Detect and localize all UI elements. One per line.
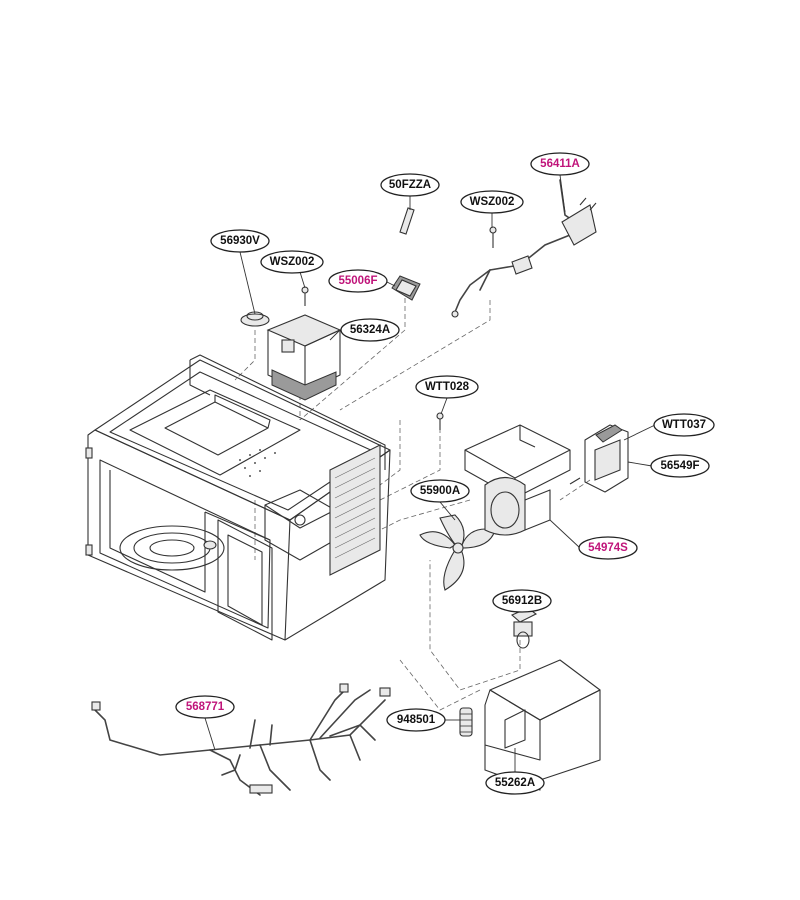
label-56549F-text: 56549F — [660, 460, 699, 472]
label-56411A: 56411A — [530, 152, 590, 176]
label-568771: 568771 — [175, 695, 235, 719]
oven-cavity-chassis — [85, 354, 391, 641]
fuse-part — [399, 207, 415, 235]
label-56549F: 56549F — [650, 454, 710, 478]
label-948501-text: 948501 — [397, 714, 436, 726]
alignment-lines — [234, 290, 591, 711]
label-56324A: 56324A — [340, 318, 400, 342]
spring-part — [459, 707, 473, 737]
fuse-holder-part — [391, 275, 421, 301]
wire-harness-part — [91, 683, 391, 796]
label-WTT037: WTT037 — [653, 413, 715, 437]
label-55262A: 55262A — [485, 771, 545, 795]
callout-labels: 56411A 50FZZA WSZ002 56930V WSZ002 55006… — [175, 152, 715, 795]
fan-part — [419, 514, 496, 591]
power-cord-part — [451, 179, 597, 318]
panel-part — [484, 659, 601, 791]
label-56324A-text: 56324A — [350, 324, 390, 336]
label-55900A: 55900A — [410, 479, 470, 503]
label-WSZ002-top-text: WSZ002 — [470, 196, 515, 208]
label-56930V: 56930V — [210, 229, 270, 253]
label-WSZ002-left: WSZ002 — [260, 250, 324, 274]
label-55006F: 55006F — [328, 269, 388, 293]
label-55006F-text: 55006F — [338, 275, 377, 287]
transformer-part — [266, 314, 342, 401]
label-WSZ002-left-text: WSZ002 — [270, 256, 315, 268]
leader-lines — [204, 174, 656, 772]
label-56411A-text: 56411A — [540, 158, 580, 170]
label-WSZ002-top: WSZ002 — [460, 190, 524, 214]
label-948501: 948501 — [386, 708, 446, 732]
label-55900A-text: 55900A — [420, 485, 460, 497]
label-56912B: 56912B — [492, 589, 552, 613]
label-54974S-text: 54974S — [588, 542, 628, 554]
screw-parts — [301, 226, 497, 430]
label-WTT028-text: WTT028 — [425, 381, 470, 393]
fan-bracket-part — [464, 424, 571, 536]
label-56930V-text: 56930V — [220, 235, 260, 247]
label-50FZZA-text: 50FZZA — [389, 179, 431, 191]
label-56912B-text: 56912B — [502, 595, 542, 607]
label-WTT028: WTT028 — [415, 375, 479, 399]
lamp-part — [510, 607, 538, 649]
label-568771-text: 568771 — [186, 701, 225, 713]
thermostat-part — [240, 311, 270, 327]
thermal-protector-part — [569, 424, 629, 493]
label-WTT037-text: WTT037 — [662, 419, 706, 431]
label-55262A-text: 55262A — [495, 777, 535, 789]
label-50FZZA: 50FZZA — [380, 173, 440, 197]
label-54974S: 54974S — [578, 536, 638, 560]
